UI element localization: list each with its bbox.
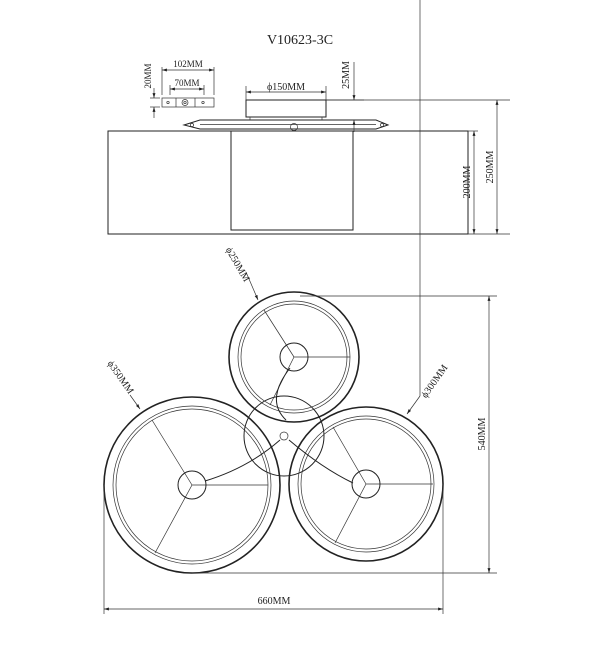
total-width-label: 660MM — [258, 596, 291, 607]
canopy-height-label: 20MM — [143, 63, 153, 88]
large-shade-diameter-label: ϕ350MM — [105, 359, 136, 397]
base-diameter-label: ϕ150MM — [267, 82, 305, 93]
large-shade — [103, 396, 281, 574]
bracket-width-label: 70MM — [174, 78, 199, 88]
side-elevation: ϕ150MM 25MM 200MM 250MM — [107, 61, 510, 235]
small-shade-diameter-label: ϕ250MM — [223, 246, 252, 285]
shade-height-label: 200MM — [462, 166, 473, 199]
small-shade — [228, 291, 360, 423]
total-depth-label: 540MM — [477, 418, 488, 451]
base-height-label: 25MM — [341, 61, 352, 89]
medium-shade-diameter-label: ϕ300MM — [420, 363, 451, 401]
total-height-label: 250MM — [485, 151, 496, 184]
model-title: V10623-3C — [267, 33, 333, 48]
canopy-width-label: 102MM — [173, 59, 203, 69]
canopy-detail: 102MM 70MM 20MM — [143, 59, 215, 118]
medium-shade — [288, 406, 444, 562]
